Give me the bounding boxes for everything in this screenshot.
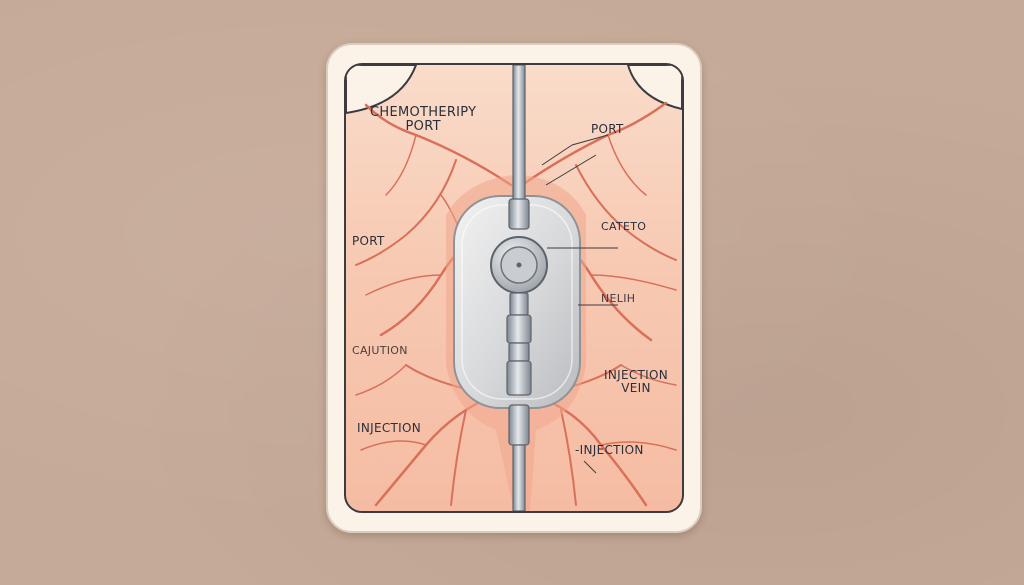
leader-lines — [541, 134, 618, 474]
port-label-top: PORT — [591, 122, 624, 136]
injection-label-right: -INJECTION — [575, 443, 644, 457]
illustration-card — [326, 43, 702, 533]
catheter-top — [512, 65, 526, 206]
catheter-bottom — [512, 444, 526, 511]
injection-vein-label: INJECTION VEIN — [604, 369, 668, 394]
injection-label-left: INJECTION — [357, 421, 422, 435]
cajution-label: CAJUTION — [352, 344, 408, 357]
port-diagram — [346, 65, 682, 511]
port-label-left: PORT — [352, 234, 385, 248]
title-line-1: CHEMOTHERIPY — [370, 105, 477, 120]
cateto-label: CATETO — [601, 220, 647, 233]
injection-vein-line-2: VEIN — [621, 380, 651, 395]
injection-vein-line-1: INJECTION — [604, 368, 669, 382]
title-line-2: PORT — [405, 118, 441, 134]
nelih-label: NELIH — [601, 292, 636, 305]
skin-panel — [344, 63, 684, 513]
title-label: CHEMOTHERIPY PORT — [370, 106, 476, 133]
right-shoulder-shape — [626, 65, 682, 111]
left-shoulder-shape — [346, 65, 418, 115]
